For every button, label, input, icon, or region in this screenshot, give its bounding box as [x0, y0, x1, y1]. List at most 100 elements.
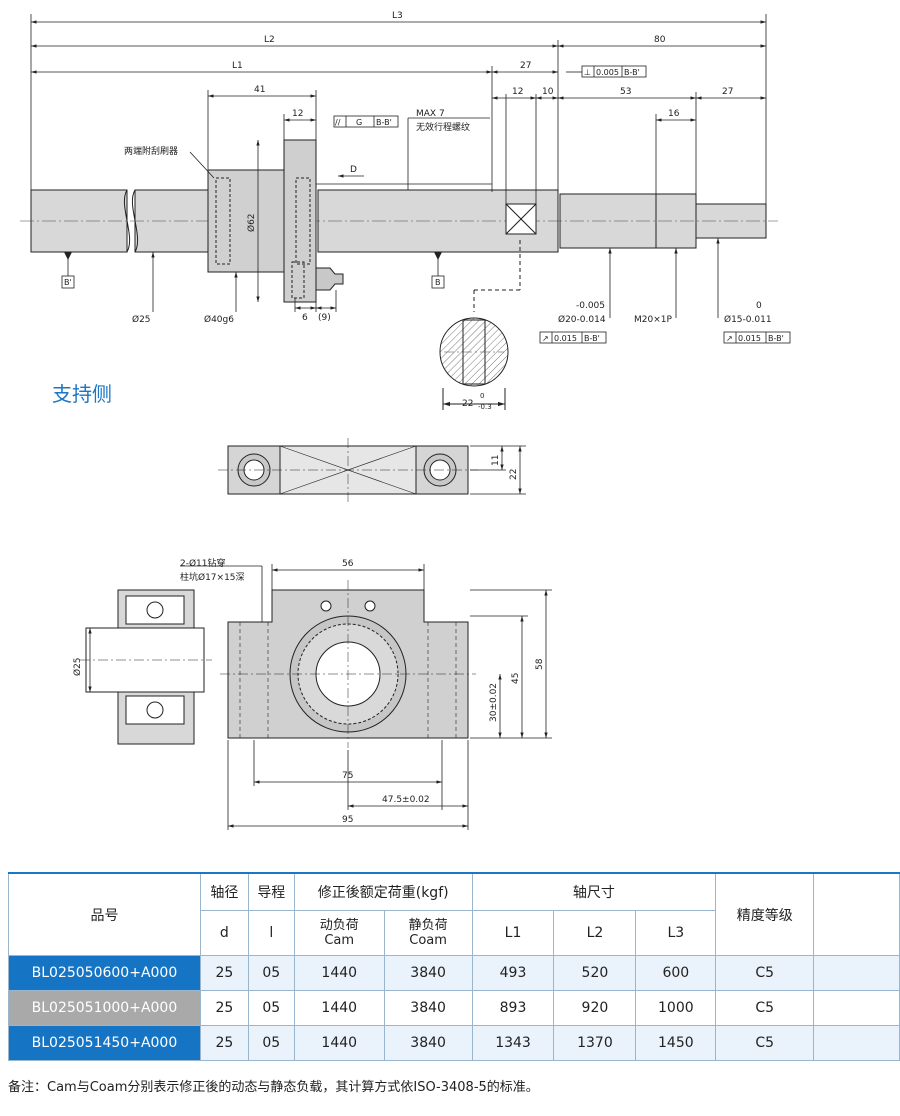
dim-12a: 12 [292, 109, 303, 119]
header-dyn-symbol: Cam [324, 933, 355, 948]
label-holes2: 柱坑Ø17×15深 [180, 571, 245, 583]
dim-27b: 27 [722, 87, 733, 97]
tol-frame-perp [566, 65, 647, 78]
header-lead: 导程 [247, 872, 295, 911]
dim-d15: Ø15-0.011 [724, 314, 772, 325]
section-title: 支持侧 [52, 382, 112, 406]
dim-75: 75 [342, 771, 353, 781]
cell-d: 25 [199, 990, 249, 1026]
cell-d: 25 [199, 1025, 249, 1061]
dim-22-tol-bot: -0.3 [478, 403, 492, 411]
cell-cam: 1440 [293, 955, 385, 991]
tol-perp-value: 0.005 [596, 68, 619, 77]
dim-d25b: Ø25 [72, 657, 83, 676]
dim-d25: Ø25 [132, 314, 151, 325]
tol-runout1-datum: B-B' [584, 334, 600, 343]
dim-22b: 22 [509, 469, 519, 480]
label-max7: MAX 7 [416, 109, 445, 119]
header-accuracy: 精度等级 [715, 872, 815, 956]
dim-62: Ø62 [246, 213, 257, 232]
tol-frame-parallel [333, 115, 399, 128]
header-shaft-size: 轴尺寸 [471, 872, 717, 911]
dim-11: 11 [491, 455, 501, 466]
tol-runout2-symbol: ↗ [726, 334, 733, 343]
support-top-view [218, 438, 478, 502]
dim-53: 53 [620, 87, 631, 97]
dim-zero: 0 [756, 301, 762, 311]
tol-parallel-symbol: // [335, 118, 341, 127]
tol-runout1-symbol: ↗ [542, 334, 549, 343]
section-view: 22 0 -0.3 [439, 317, 509, 411]
cell-L3: 1450 [635, 1025, 717, 1061]
cell-L1: 1343 [471, 1025, 555, 1061]
tol-frame-runout-1 [539, 331, 607, 344]
cell-coam: 3840 [383, 955, 473, 991]
tol-runout2-datum: B-B' [768, 334, 784, 343]
cell-grade: C5 [715, 1025, 815, 1061]
label-thread: 无效行程螺纹 [416, 121, 470, 133]
cell-coam: 3840 [383, 1025, 473, 1061]
dim-L2: L2 [264, 35, 275, 45]
cell-L2: 520 [553, 955, 637, 991]
dim-m20: M20×1P [634, 315, 672, 325]
table-row: BL025051450+A000 25 05 1440 3840 1343 13… [8, 1025, 900, 1061]
dim-d40g6: Ø40g6 [204, 314, 234, 325]
tol-perp-datum: B-B' [624, 68, 640, 77]
support-front-view [220, 580, 476, 748]
cell-L2: 1370 [553, 1025, 637, 1061]
header-L2: L2 [553, 910, 637, 956]
cell-l: 05 [247, 955, 295, 991]
label-wiper: 两端附刮刷器 [124, 145, 178, 157]
tol-perp-symbol: ⊥ [584, 68, 591, 77]
tol-runout2-value: 0.015 [738, 334, 761, 343]
cell-l: 05 [247, 990, 295, 1026]
dim-12b: 12 [512, 87, 523, 97]
header-dyn-label: 动负荷 [319, 918, 359, 933]
dim-tol-upper: -0.005 [576, 301, 605, 311]
dim-L3: L3 [392, 11, 403, 21]
dim-45: 45 [511, 673, 521, 684]
dim-10: 10 [542, 87, 554, 97]
dim-30: 30±0.02 [489, 683, 499, 722]
header-model: 品号 [8, 872, 201, 956]
header-L3: L3 [635, 910, 717, 956]
ball-nut [207, 139, 344, 303]
dim-56: 56 [342, 559, 354, 569]
tol-runout1-value: 0.015 [554, 334, 577, 343]
cell-L3: 600 [635, 955, 717, 991]
tol-parallel-datum: B-B' [376, 118, 392, 127]
label-holes1: 2-Ø11钻穿 [180, 557, 226, 569]
dim-22-tol-top: 0 [480, 392, 484, 400]
cell-cam: 1440 [293, 1025, 385, 1061]
label-D: D [350, 165, 357, 175]
cell-blank [813, 1025, 900, 1061]
dim-6: 6 [302, 313, 308, 323]
dim-27a: 27 [520, 61, 531, 71]
dim-80: 80 [654, 35, 666, 45]
cell-L1: 893 [471, 990, 555, 1026]
bearing-side-view [80, 589, 212, 745]
dim-L1: L1 [232, 61, 243, 71]
header-shaft-dia: 轴径 [199, 872, 249, 911]
cell-grade: C5 [715, 990, 815, 1026]
dim-95: 95 [342, 815, 353, 825]
cell-model: BL025051450+A000 [8, 1025, 201, 1061]
header-load: 修正後额定荷重(kgf) [293, 872, 473, 911]
header-L1: L1 [471, 910, 555, 956]
dim-22: 22 [462, 399, 473, 409]
dim-47: 47.5±0.02 [382, 795, 430, 805]
footnote: 备注：Cam与Coam分别表示修正後的动态与静态负载，其计算方式依ISO-340… [8, 1080, 539, 1095]
tol-parallel-grade: G [356, 118, 362, 127]
table-row: BL025050600+A000 25 05 1440 3840 493 520… [8, 955, 900, 991]
datum-b-prime: B' [64, 278, 72, 287]
dim-16: 16 [668, 109, 680, 119]
tol-frame-runout-2 [723, 331, 791, 344]
header-stat-symbol: Coam [409, 933, 447, 948]
header-l: l [247, 910, 295, 956]
cell-L1: 493 [471, 955, 555, 991]
cell-d: 25 [199, 955, 249, 991]
dim-41: 41 [254, 85, 265, 95]
